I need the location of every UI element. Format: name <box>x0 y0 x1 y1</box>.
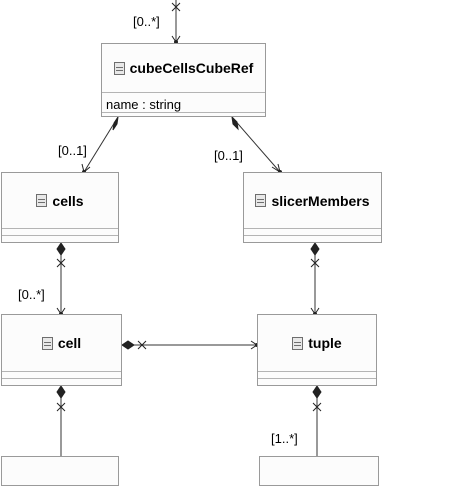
class-cube-cells-cube-ref[interactable]: cubeCellsCubeRef name : string <box>101 43 266 117</box>
non-navigable-x <box>310 258 320 268</box>
class-header: cell <box>2 315 121 371</box>
class-box-partial-right[interactable] <box>259 456 379 486</box>
non-navigable-x <box>137 340 147 350</box>
class-name: cell <box>57 335 82 351</box>
operation-compartment <box>102 112 265 113</box>
class-name: cubeCellsCubeRef <box>129 60 254 76</box>
class-icon <box>292 336 304 350</box>
association-line-cube-cells <box>83 116 119 173</box>
composition-diamond <box>121 340 135 350</box>
composition-diamond <box>310 242 320 256</box>
composition-diamond <box>231 115 239 131</box>
attribute-compartment <box>102 92 265 93</box>
class-name: cells <box>52 192 84 209</box>
class-box-partial-left[interactable] <box>1 456 119 486</box>
attribute-compartment <box>2 371 121 372</box>
class-slicer-members[interactable]: slicerMembers <box>243 172 382 243</box>
operation-compartment <box>244 235 381 236</box>
operation-compartment <box>2 378 121 379</box>
multiplicity-to-slicer-members: [0..1] <box>214 148 243 163</box>
class-icon <box>41 336 53 350</box>
non-navigable-x <box>56 402 66 412</box>
class-icon <box>113 61 125 75</box>
attribute-compartment <box>2 228 118 229</box>
class-header: tuple <box>258 315 376 371</box>
non-navigable-x <box>171 2 181 12</box>
association-line-cube-slicer <box>231 116 281 173</box>
class-icon <box>36 194 48 207</box>
multiplicity-to-tuple-bottom: [1..*] <box>271 431 298 446</box>
class-cells[interactable]: cells <box>1 172 119 243</box>
non-navigable-x <box>56 258 66 268</box>
attribute-compartment <box>258 371 376 372</box>
attribute-compartment <box>244 228 381 229</box>
class-header: slicerMembers <box>244 173 381 228</box>
multiplicity-to-cell: [0..*] <box>18 287 45 302</box>
composition-diamond <box>312 385 322 399</box>
class-tuple[interactable]: tuple <box>257 314 377 386</box>
class-cell[interactable]: cell <box>1 314 122 386</box>
class-name: tuple <box>308 335 342 351</box>
class-name: slicerMembers <box>271 192 370 209</box>
composition-diamond <box>56 385 66 399</box>
multiplicity-to-cells: [0..1] <box>58 143 87 158</box>
class-header: cells <box>2 173 118 228</box>
attribute-name: name : string <box>106 97 182 112</box>
class-header: cubeCellsCubeRef <box>102 44 265 92</box>
class-icon <box>255 194 267 207</box>
non-navigable-x <box>312 402 322 412</box>
operation-compartment <box>2 235 118 236</box>
composition-diamond <box>112 116 119 131</box>
operation-compartment <box>258 378 376 379</box>
composition-diamond <box>56 242 66 256</box>
multiplicity-top-incoming: [0..*] <box>133 14 160 29</box>
